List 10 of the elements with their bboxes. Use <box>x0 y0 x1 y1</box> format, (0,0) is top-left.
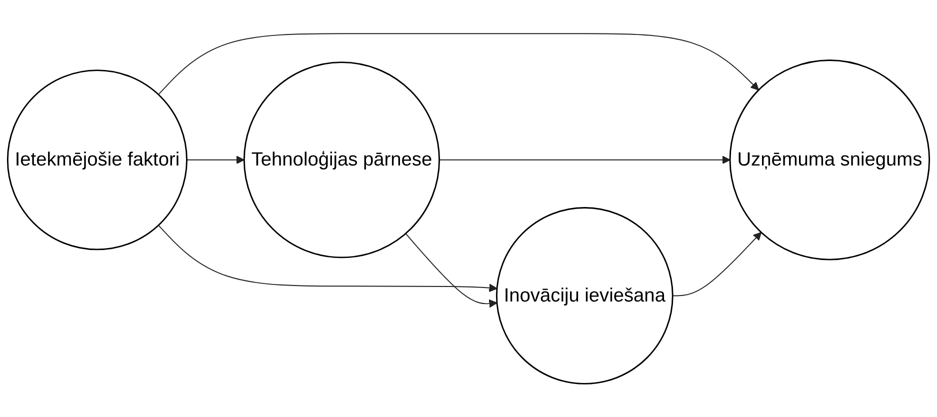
node-circle: Ietekmējošie faktori <box>6 69 188 250</box>
arrow <box>158 224 498 292</box>
arrow <box>405 232 498 308</box>
arrow <box>672 232 762 296</box>
arrow <box>186 156 245 164</box>
arrow <box>158 32 760 95</box>
node-circle: Tehnoloģijas pārnese <box>243 61 440 258</box>
node-circle: Inovāciju ieviešana <box>496 206 674 384</box>
arrow <box>438 156 730 164</box>
node-circle: Uzņēmuma sniegums <box>729 59 930 260</box>
